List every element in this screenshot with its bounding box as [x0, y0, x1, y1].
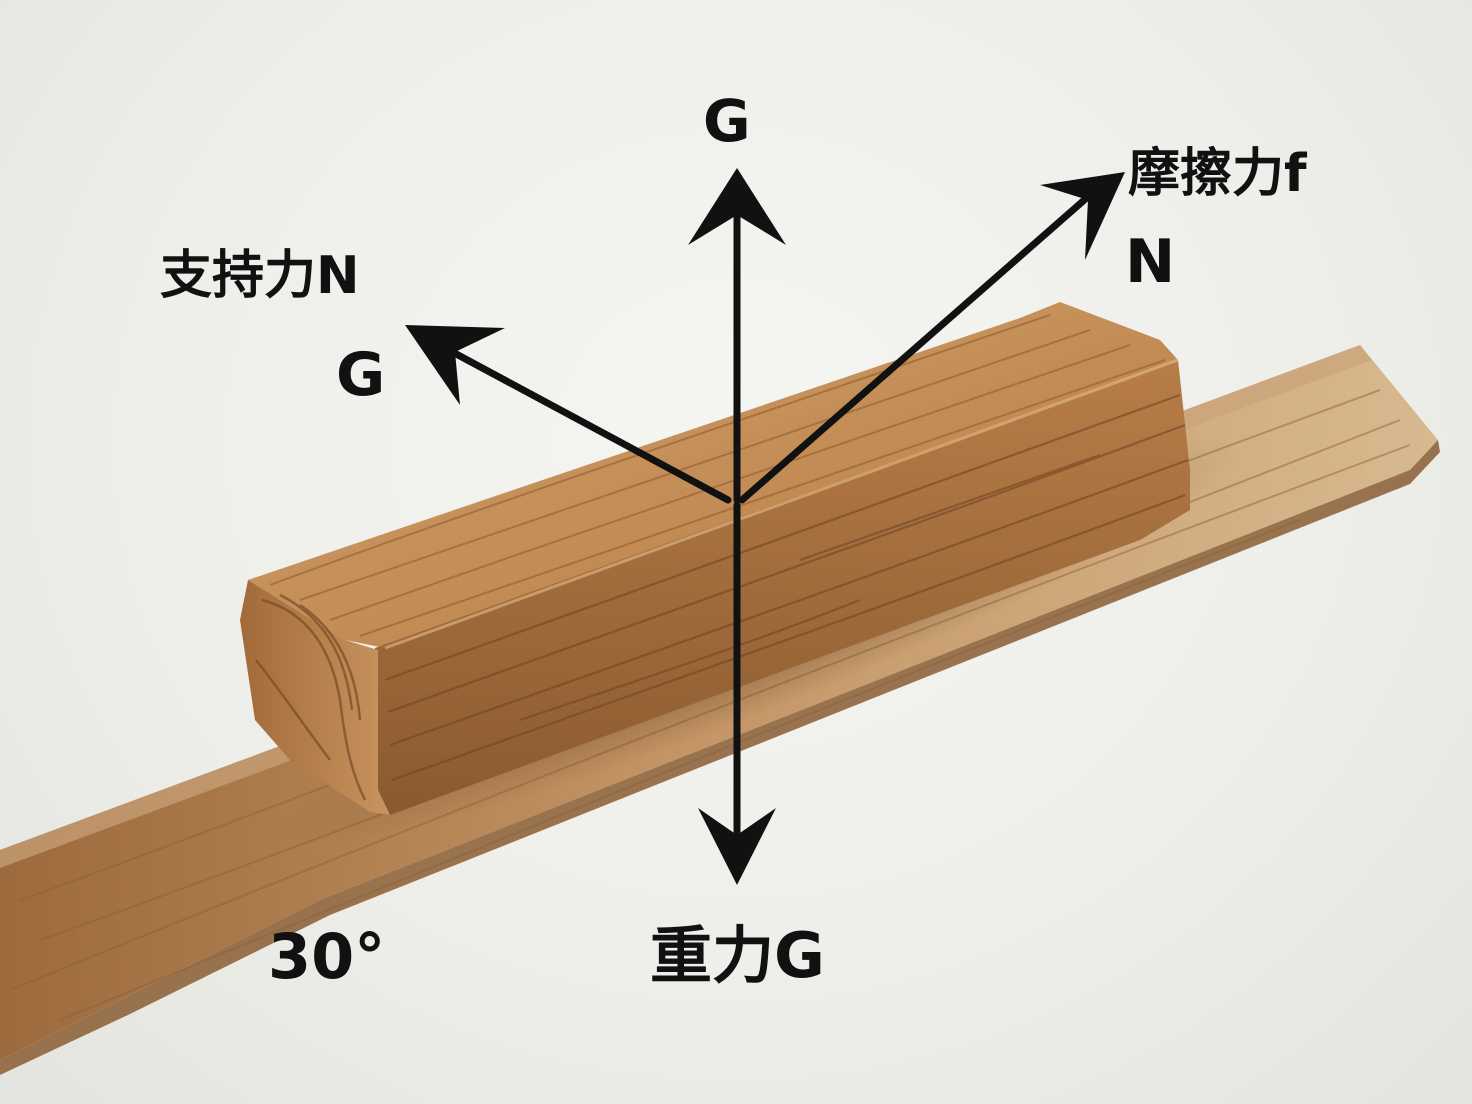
support-force-label: 支持力N [160, 246, 360, 306]
upward-force-label: G [703, 87, 751, 155]
support-arrowhead [405, 325, 505, 405]
gravity-arrowhead [698, 808, 776, 885]
friction-force-arrow [738, 191, 1094, 504]
upward-arrowhead [688, 168, 786, 245]
support-force-arrow [441, 344, 732, 504]
incline-angle-label: 30° [268, 920, 386, 993]
wooden-block [240, 302, 1190, 815]
arrowheads [405, 168, 1125, 885]
friction-arrowhead [1040, 172, 1125, 260]
force-arrows [441, 191, 1094, 854]
gravity-force-label: 重力G [650, 919, 825, 992]
friction-force-sub-label: N [1125, 227, 1176, 297]
support-force-sub-label: G [336, 340, 386, 410]
friction-force-label: 摩擦力f [1128, 144, 1307, 204]
